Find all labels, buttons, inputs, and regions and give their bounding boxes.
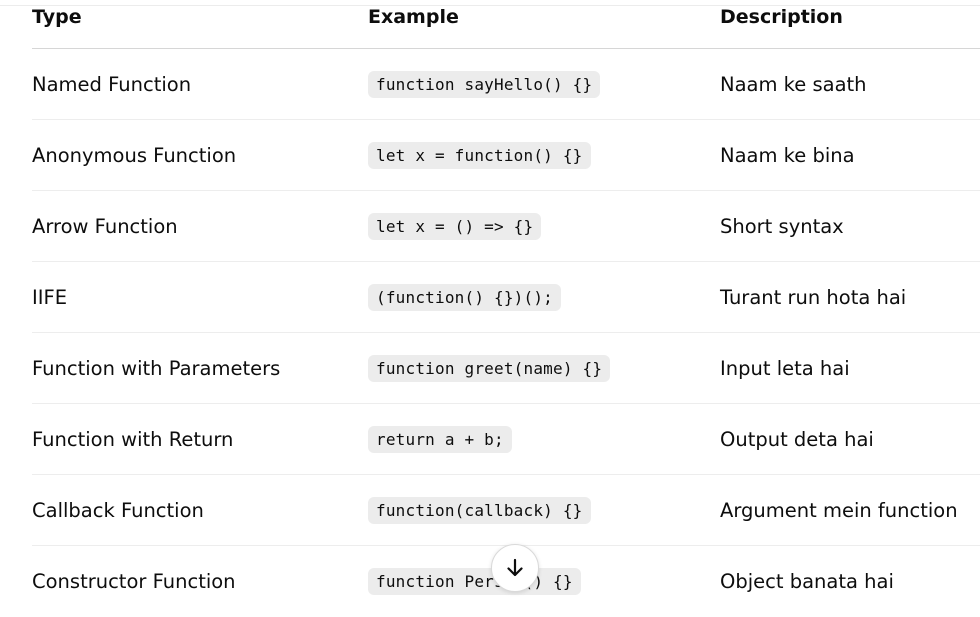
code-snippet: function(callback) {} (368, 496, 591, 524)
type-cell: IIFE (32, 261, 368, 333)
type-cell: Arrow Function (32, 190, 368, 262)
description-cell: Input leta hai (720, 332, 980, 404)
example-cell: let x = function() {} (368, 119, 720, 191)
type-cell: Anonymous Function (32, 119, 368, 191)
column-header-description: Description (720, 0, 980, 49)
table-row: Named Function function sayHello() {} Na… (32, 48, 980, 120)
example-cell: function(callback) {} (368, 474, 720, 546)
description-cell: Short syntax (720, 190, 980, 262)
example-cell: function greet(name) {} (368, 332, 720, 404)
table-row: Function with Return return a + b; Outpu… (32, 403, 980, 475)
type-cell: Constructor Function (32, 569, 236, 593)
type-cell: Function with Parameters (32, 332, 368, 404)
code-snippet: let x = function() {} (368, 141, 591, 169)
type-cell: Callback Function (32, 474, 368, 546)
scroll-to-bottom-button[interactable] (491, 544, 539, 592)
type-cell: Function with Return (32, 403, 368, 475)
description-cell: Object banata hai (720, 569, 894, 593)
description-cell: Turant run hota hai (720, 261, 980, 333)
table-row: Arrow Function let x = () => {} Short sy… (32, 190, 980, 262)
description-cell: Naam ke bina (720, 119, 980, 191)
code-snippet: return a + b; (368, 425, 512, 453)
example-cell: return a + b; (368, 403, 720, 475)
column-header-type: Type (32, 0, 368, 49)
code-snippet: (function() {})(); (368, 283, 561, 311)
column-header-example: Example (368, 0, 720, 49)
functions-table: Type Example Description Named Function … (32, 0, 980, 616)
table-row: Constructor Function function Person() {… (32, 546, 980, 617)
table-header-row: Type Example Description (32, 0, 980, 49)
table-row: Callback Function function(callback) {} … (32, 474, 980, 546)
example-cell: function Person() {} (368, 546, 720, 617)
arrow-down-icon (507, 558, 523, 577)
type-cell: Named Function (32, 48, 368, 120)
code-snippet: function greet(name) {} (368, 354, 611, 382)
description-cell: Naam ke saath (720, 48, 980, 120)
example-cell: let x = () => {} (368, 190, 720, 262)
description-cell: Output deta hai (720, 403, 980, 475)
table-row: Function with Parameters function greet(… (32, 332, 980, 404)
description-cell: Argument mein function (720, 474, 980, 546)
example-cell: function sayHello() {} (368, 48, 720, 120)
code-snippet: function Person() {} (368, 567, 581, 595)
code-snippet: let x = () => {} (368, 212, 542, 240)
table-row: Anonymous Function let x = function() {}… (32, 119, 980, 191)
example-cell: (function() {})(); (368, 261, 720, 333)
code-snippet: function sayHello() {} (368, 70, 601, 98)
table-row: IIFE (function() {})(); Turant run hota … (32, 261, 980, 333)
